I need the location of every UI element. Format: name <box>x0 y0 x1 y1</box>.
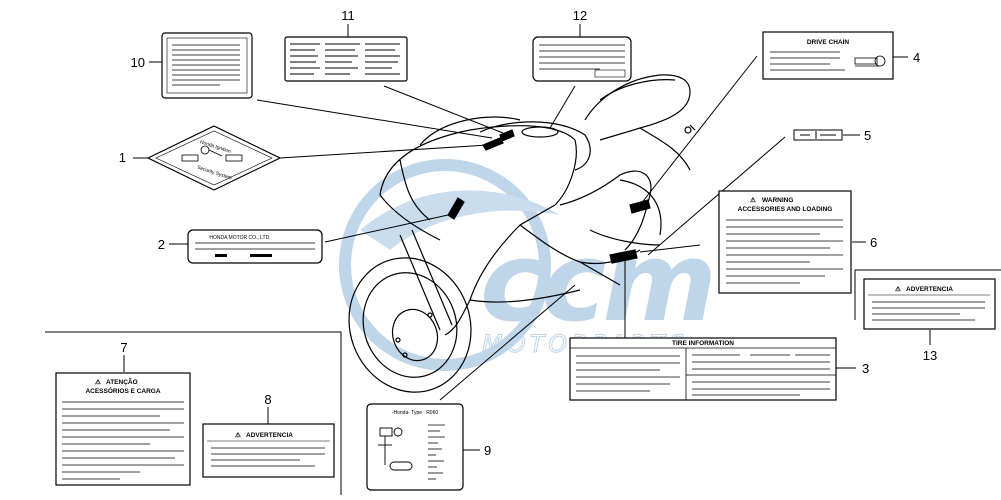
label-8-advertencia: ⚠ ADVERTENCIA <box>202 423 335 478</box>
atencao-icon: ⚠ <box>95 378 102 386</box>
atencao-title: ATENÇÃO <box>106 377 138 386</box>
tail <box>599 79 676 101</box>
label-4-drive-chain: DRIVE CHAIN <box>762 31 894 80</box>
tire-info-title: TIRE INFORMATION <box>672 340 734 347</box>
windscreen <box>419 116 521 146</box>
label-1-ignition: Honda Ignition Security System <box>146 125 282 191</box>
motorcycle-drawing <box>348 74 696 393</box>
tool-icon <box>378 427 413 471</box>
warning-icon: ⚠ <box>750 196 757 204</box>
callout-numbers: 1 2 3 4 5 6 7 8 9 10 11 12 13 <box>119 8 937 458</box>
warning-title: WARNING <box>762 197 793 204</box>
warning-subtitle: ACCESSORIES AND LOADING <box>738 206 833 213</box>
front-wheel-rim <box>362 272 458 378</box>
callout-6: 6 <box>870 235 877 250</box>
callout-3: 3 <box>862 361 869 376</box>
label-13-advertencia: ⚠ ADVERTENCIA <box>863 278 996 330</box>
front-wheel <box>348 257 472 393</box>
callout-8: 8 <box>264 392 271 407</box>
callout-4: 4 <box>913 50 920 65</box>
front-disc <box>391 308 439 362</box>
label-6-warning: ⚠ WARNING ACCESSORIES AND LOADING <box>718 190 852 294</box>
advertencia-8-icon: ⚠ <box>235 431 242 439</box>
seat <box>584 74 691 141</box>
advertencia-13-title: ADVERTENCIA <box>906 286 953 293</box>
label-9-honda-type: -Honda- Type : R060 <box>366 403 464 491</box>
advertencia-13-icon: ⚠ <box>895 285 902 293</box>
watermark: ccm MOTORPARTS <box>339 159 717 371</box>
honda-motor-text: HONDA MOTOR CO., LTD. <box>209 235 270 241</box>
label-10 <box>161 32 253 99</box>
watermark-logo: ccm <box>480 218 713 346</box>
atencao-subtitle: ACESSÓRIOS E CARGA <box>85 386 160 395</box>
leader-lines <box>45 24 1001 495</box>
honda-type-text: -Honda- Type : R060 <box>392 410 439 416</box>
label-11 <box>284 36 408 82</box>
callout-13: 13 <box>923 348 937 363</box>
chain-adjuster-icon <box>854 55 886 67</box>
callout-5: 5 <box>864 128 871 143</box>
callout-10: 10 <box>131 55 145 70</box>
callout-1: 1 <box>119 150 126 165</box>
watermark-swoosh <box>360 190 560 250</box>
key-icon <box>181 145 243 162</box>
label-2-honda-motor: HONDA MOTOR CO., LTD. <box>187 229 323 264</box>
callout-7: 7 <box>120 340 127 355</box>
callout-11: 11 <box>341 8 355 23</box>
label-5 <box>793 129 843 141</box>
label-12 <box>532 36 632 82</box>
fuel-tank <box>479 121 591 171</box>
label-3-tire-info: TIRE INFORMATION <box>569 337 837 401</box>
frame <box>559 170 652 251</box>
callout-2: 2 <box>158 237 165 252</box>
advertencia-8-title: ADVERTENCIA <box>246 432 293 439</box>
label-7-atencao: ⚠ ATENÇÃO ACESSÓRIOS E CARGA <box>55 372 191 486</box>
drive-chain-title: DRIVE CHAIN <box>807 39 850 46</box>
callout-9: 9 <box>484 443 491 458</box>
callout-12: 12 <box>573 8 587 23</box>
watermark-ring <box>339 159 551 371</box>
